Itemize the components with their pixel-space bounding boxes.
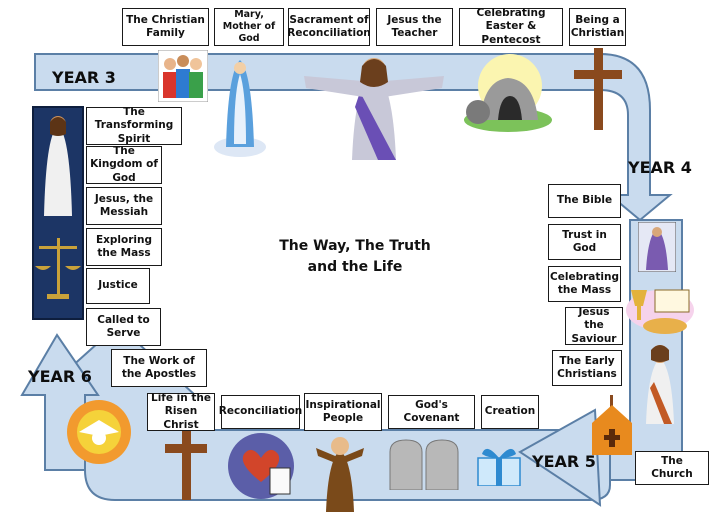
center-title: The Way, The Truth and the Life xyxy=(279,238,431,275)
year5-label: YEAR 5 xyxy=(532,452,596,471)
stone-tablets-icon xyxy=(389,439,459,490)
topic-label: The Transforming Spirit xyxy=(94,106,174,145)
topic-creation: Creation xyxy=(481,395,539,429)
topic-label: Celebrating the Mass xyxy=(550,270,619,296)
topic-label: God's Covenant xyxy=(403,398,460,424)
cross-year3-icon xyxy=(574,48,622,130)
topic-label: Inspirational People xyxy=(305,398,381,424)
topic-being-a-christian: Being a Christian xyxy=(569,8,626,46)
topic-the-work-of-the-apostles: The Work of the Apostles xyxy=(111,349,207,387)
bible-reading-icon xyxy=(638,222,676,272)
holy-spirit-dove-icon xyxy=(67,400,131,464)
topic-jesus-the-teacher: Jesus the Teacher xyxy=(376,8,453,46)
topic-the-transforming-spirit: The Transforming Spirit xyxy=(86,106,182,145)
topic-label: The Church xyxy=(651,454,693,480)
topic-reconciliation: Reconciliation xyxy=(218,395,303,429)
topic-label: Mary, Mother of God xyxy=(222,9,276,44)
mary-mother-of-god-icon xyxy=(214,60,266,157)
topic-inspirational-people: Inspirational People xyxy=(304,393,382,431)
topic-label: Sacrament of Reconciliation xyxy=(287,13,371,39)
topic-mary-mother-of-god: Mary, Mother of God xyxy=(214,8,284,46)
topic-trust-in-god: Trust in God xyxy=(548,224,621,260)
topic-label: Jesus the Teacher xyxy=(387,13,442,39)
cross-year5-icon xyxy=(165,428,207,500)
topic-gods-covenant: God's Covenant xyxy=(388,395,475,429)
topic-label: Jesus the Saviour xyxy=(571,306,617,345)
empty-tomb-icon xyxy=(464,54,552,132)
topic-label: Trust in God xyxy=(562,228,607,254)
topic-justice: Justice xyxy=(86,268,150,304)
year3-label: YEAR 3 xyxy=(52,68,116,87)
topic-label: Called to Serve xyxy=(97,313,150,339)
jesus-risen-icon xyxy=(44,116,72,216)
topic-the-church: The Church xyxy=(635,451,709,485)
topic-label: Being a Christian xyxy=(570,13,625,39)
year5-arrowhead xyxy=(518,408,602,507)
topic-the-early-christians: The Early Christians xyxy=(552,350,622,386)
jesus-saviour-icon xyxy=(646,345,674,424)
year4-label: YEAR 4 xyxy=(628,158,692,177)
topic-label: Life in the Risen Christ xyxy=(151,392,211,431)
topic-jesus-the-messiah: Jesus, the Messiah xyxy=(86,187,162,225)
topic-label: The Early Christians xyxy=(557,354,617,380)
gift-box-icon xyxy=(477,448,521,486)
topic-called-to-serve: Called to Serve xyxy=(86,308,161,346)
topic-label: The Christian Family xyxy=(126,13,205,39)
topic-celebrating-the-mass: Celebrating the Mass xyxy=(548,266,621,302)
topic-exploring-the-mass: Exploring the Mass xyxy=(86,228,162,266)
topic-sacrament-of-reconciliation: Sacrament of Reconciliation xyxy=(287,8,371,46)
topic-jesus-the-saviour: Jesus the Saviour xyxy=(565,306,623,345)
topic-label: Celebrating Easter & Pentecost xyxy=(476,7,546,46)
topic-label: Exploring the Mass xyxy=(95,233,153,259)
year6-label: YEAR 6 xyxy=(28,367,92,386)
topic-label: The Kingdom of God xyxy=(90,145,158,184)
topic-label: Jesus, the Messiah xyxy=(94,192,154,218)
topic-label: Creation xyxy=(484,405,536,418)
topic-the-kingdom-of-god: The Kingdom of God xyxy=(86,145,162,184)
church-icon xyxy=(592,395,632,455)
scales-of-justice-icon xyxy=(35,238,81,299)
mass-chalice-icon xyxy=(626,289,694,334)
topic-life-in-the-risen-christ: Life in the Risen Christ xyxy=(147,392,215,431)
topic-the-bible: The Bible xyxy=(548,184,621,218)
jesus-teacher-icon xyxy=(304,58,444,160)
topic-label: Justice xyxy=(98,279,138,292)
topic-label: The Bible xyxy=(556,194,613,207)
topic-celebrating-easter-pentecost: Celebrating Easter & Pentecost xyxy=(459,7,563,46)
christian-family-icon xyxy=(158,50,208,102)
reconciliation-heart-icon xyxy=(228,433,294,499)
topic-label: The Work of the Apostles xyxy=(121,354,197,380)
inspirational-person-icon xyxy=(316,437,364,512)
topic-the-christian-family: The Christian Family xyxy=(122,8,209,46)
topic-label: Reconciliation xyxy=(218,405,303,418)
